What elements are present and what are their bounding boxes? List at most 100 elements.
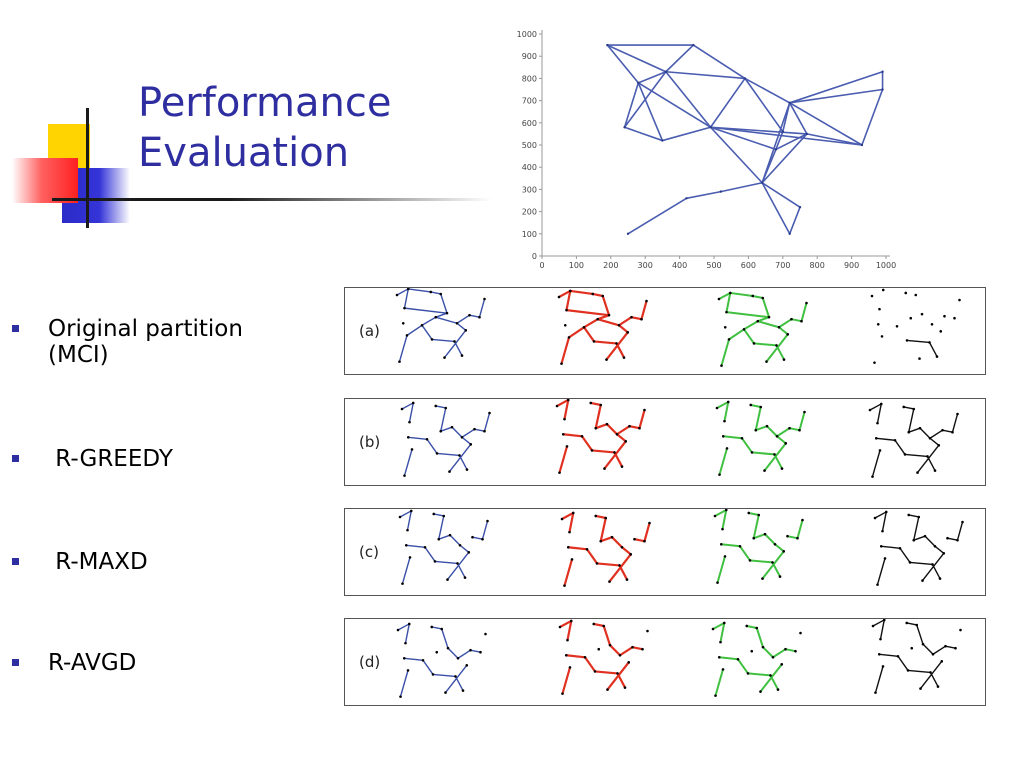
partition-edge <box>874 511 887 519</box>
partition-node <box>430 338 434 341</box>
partition-node <box>399 695 402 698</box>
partition-edge <box>628 425 641 430</box>
partition-edge <box>594 514 607 520</box>
network-edge <box>789 70 883 104</box>
network-edge <box>638 70 667 84</box>
partition-node <box>616 672 619 675</box>
partition-node <box>406 528 409 532</box>
partition-edge <box>592 622 605 628</box>
partition-node <box>719 542 723 546</box>
network-node <box>637 81 640 85</box>
partition-node <box>756 319 760 323</box>
network-node <box>881 88 884 91</box>
network-node <box>788 101 791 105</box>
partition-node <box>601 294 605 298</box>
partition-node <box>597 647 601 651</box>
partition-node <box>786 333 790 336</box>
partition-node <box>727 338 731 341</box>
partition-edge <box>718 447 728 476</box>
slide-logo-decoration <box>12 108 142 228</box>
partition-node <box>626 331 630 334</box>
partition-node <box>742 327 746 331</box>
partition-node <box>881 665 885 668</box>
partition-edge <box>913 516 920 541</box>
partition-edge <box>483 412 491 432</box>
partition-node <box>775 344 778 347</box>
network-node <box>881 70 884 73</box>
partition-node <box>778 575 782 578</box>
network-edge <box>637 82 711 128</box>
partition-node <box>460 354 464 357</box>
partition-node <box>558 625 562 629</box>
partition-edge <box>922 643 934 655</box>
partition-edge <box>723 400 730 423</box>
partition-node <box>563 417 566 421</box>
partition-node <box>914 293 918 297</box>
partition-node <box>465 468 469 471</box>
x-tick-label: 600 <box>741 261 756 270</box>
partition-node <box>873 361 876 364</box>
partition-node <box>917 515 921 519</box>
network-edge <box>623 82 640 128</box>
partition-edge <box>469 649 482 653</box>
y-tick-label: 500 <box>522 141 537 150</box>
partition-node <box>624 440 628 443</box>
partition-edge <box>595 562 621 567</box>
partition-node <box>777 325 781 329</box>
network-node <box>623 126 626 129</box>
partition-figure-a <box>395 288 961 367</box>
network-node <box>743 77 747 80</box>
network-edge <box>761 102 791 184</box>
partition-edge <box>618 646 634 657</box>
partition-node <box>464 329 468 332</box>
partition-node <box>406 288 410 291</box>
partition-edge <box>872 619 885 627</box>
partition-figure-d <box>396 619 962 698</box>
network-node <box>781 130 784 133</box>
partition-node <box>905 621 909 625</box>
network-edge <box>686 190 722 200</box>
partition-edge <box>615 425 631 436</box>
partition-edge <box>399 510 412 518</box>
network-node <box>626 232 630 235</box>
partition-edge <box>761 296 770 319</box>
partition-node <box>723 419 726 423</box>
partition-node <box>594 514 598 518</box>
partition-node <box>908 561 912 564</box>
network-node <box>860 143 864 147</box>
panel-label: (a) <box>359 322 380 340</box>
partition-edge <box>601 294 611 317</box>
partition-node <box>608 643 612 647</box>
partition-edge <box>448 443 472 473</box>
partition-node <box>468 313 471 317</box>
partition-edge <box>714 509 728 517</box>
partition-node <box>410 448 414 451</box>
partition-edge <box>594 403 602 430</box>
partition-edge <box>457 649 472 659</box>
network-node <box>719 190 723 193</box>
partition-node <box>560 362 563 365</box>
partition-node <box>761 296 765 300</box>
partition-node <box>404 641 407 645</box>
partition-node <box>776 688 780 691</box>
partition-node <box>784 647 787 651</box>
partition-edge <box>712 621 726 630</box>
partition-node <box>907 430 911 434</box>
partition-edge <box>716 400 730 409</box>
partition-node <box>725 447 729 450</box>
x-tick-label: 300 <box>638 261 653 270</box>
network-node <box>798 205 802 209</box>
y-tick-label: 600 <box>522 119 537 128</box>
y-tick-label: 1000 <box>517 30 537 39</box>
partition-edge <box>908 427 921 433</box>
partition-edge <box>398 334 408 363</box>
partition-node <box>486 519 489 523</box>
partition-edge <box>752 513 760 540</box>
partition-edge <box>800 302 808 323</box>
partition-node <box>633 537 636 541</box>
network-edge <box>624 126 663 142</box>
title-underline-rule <box>52 198 492 201</box>
partition-node <box>773 453 776 456</box>
partition-edge <box>913 535 926 541</box>
